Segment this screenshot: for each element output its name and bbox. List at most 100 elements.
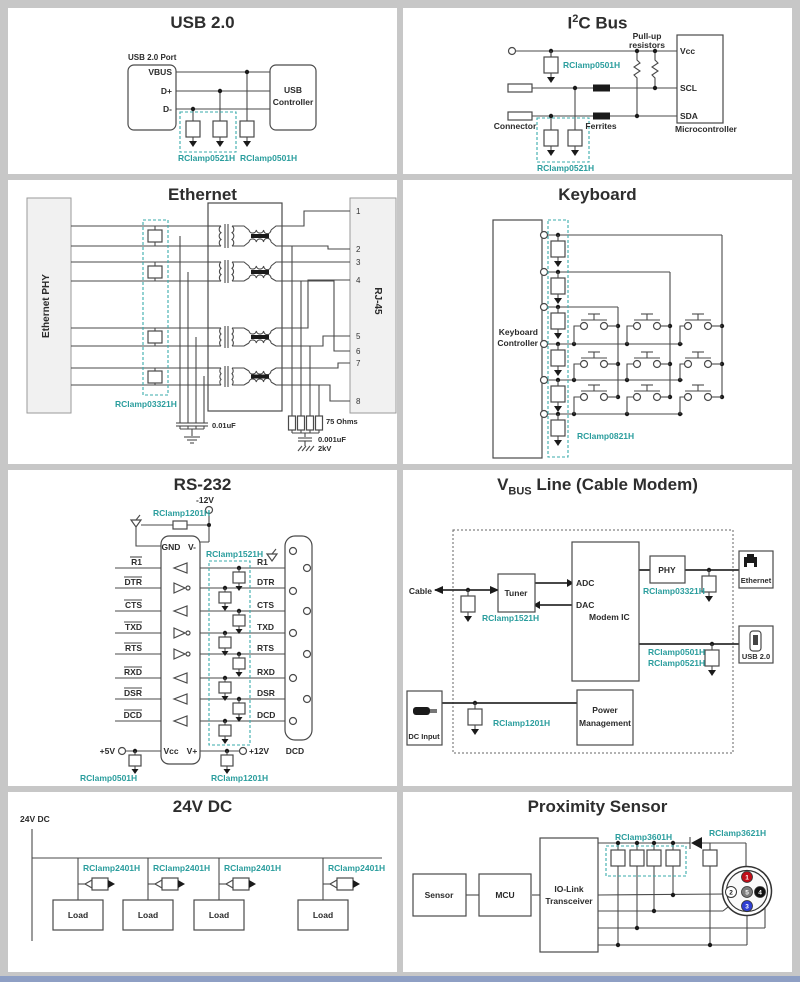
svg-text:DCD: DCD <box>124 710 142 720</box>
ethernet-clamp-group-box <box>142 219 169 396</box>
rs232-buffers <box>172 562 191 727</box>
cap1-label: 0.01uF <box>212 421 236 430</box>
panel-usb-title: USB 2.0 <box>170 13 235 32</box>
keyboard-diagram: Keyboard Controller RClamp0821H <box>492 219 725 459</box>
phy-label: PHY <box>658 565 676 575</box>
sensor-label: Sensor <box>425 890 455 900</box>
panel-proximity: Proximity Sensor <box>403 792 792 972</box>
rs232-transceiver-box <box>160 535 201 765</box>
svg-text:DSR: DSR <box>257 688 275 698</box>
rj45-pin4: 4 <box>356 276 361 285</box>
usb-pin-dminus: D- <box>163 104 172 114</box>
rj45-pin8: 8 <box>356 397 361 406</box>
rj45-pin2: 2 <box>356 245 361 254</box>
usb-port-box <box>127 64 177 131</box>
rs232-connector-pins <box>288 546 312 726</box>
rs232-clamp-vminus-label: RClamp1201H <box>153 508 210 518</box>
transformer-units <box>208 224 282 387</box>
transceiver-label2: Transceiver <box>545 896 593 906</box>
tvs-diode <box>239 114 255 148</box>
prox-clamps <box>605 845 718 877</box>
load3-label: Load <box>209 910 229 920</box>
panel-24vdc-title: 24V DC <box>172 797 233 816</box>
rs232-left-labels: R1 DTR CTS TXD RTS RXD DSR DCD <box>124 556 142 720</box>
panel-i2c: I2C Bus <box>403 8 792 174</box>
ethernet-port-icon <box>738 550 774 589</box>
mcu-pin-sda: SDA <box>680 111 698 121</box>
rs232-signal-wires <box>115 567 285 722</box>
keyboard-clamps <box>539 219 569 458</box>
dc24-clamp4-label: RClamp2401H <box>328 863 385 873</box>
power-label2: Management <box>579 718 631 728</box>
dc24-bus <box>31 829 382 941</box>
rj45-box <box>349 197 397 414</box>
svg-text:DCD: DCD <box>257 710 275 720</box>
m12-pin-2 <box>725 886 737 898</box>
vplus-pin-label: V+ <box>187 746 198 756</box>
svg-text:R1: R1 <box>257 557 268 567</box>
mcu-box <box>478 873 532 917</box>
m12-pin-3 <box>741 900 753 912</box>
pullup-label1: Pull-up <box>633 31 662 41</box>
power-label1: Power <box>592 705 618 715</box>
transceiver-label1: IO-Link <box>554 884 584 894</box>
svg-text:CTS: CTS <box>257 600 274 610</box>
svg-text:DTR: DTR <box>125 577 142 587</box>
dc-plug-icon <box>413 707 437 715</box>
dc-input-box <box>406 690 443 746</box>
neg12v-label: -12V <box>196 495 214 505</box>
key-switch-matrix <box>571 313 725 417</box>
load1-label: Load <box>68 910 88 920</box>
tvs-diode <box>212 114 228 148</box>
i2c-title-i: I <box>567 13 573 33</box>
dc24-clamp3-label: RClamp2401H <box>224 863 281 873</box>
usb-wires <box>176 69 270 115</box>
diagram-grid: USB 2.0 USB 2.0 Port VBUS D+ D- <box>8 8 792 972</box>
usb-controller-label1: USB <box>284 85 302 95</box>
usb-controller-label2: Controller <box>273 97 314 107</box>
svg-text:RXD: RXD <box>124 667 142 677</box>
modem-ic-label: Modem IC <box>589 612 630 622</box>
svg-text:RTS: RTS <box>257 643 274 653</box>
microcontroller-box <box>676 34 724 124</box>
prox-clamp-a-label: RClamp3601H <box>615 832 672 842</box>
usb-port-label: USB 2.0 Port <box>128 53 177 62</box>
plus12v-label: +12V <box>249 746 269 756</box>
m12-pin5-label: 5 <box>745 890 749 897</box>
panel-proximity-title: Proximity Sensor <box>527 797 668 816</box>
rj45-pin5: 5 <box>356 332 361 341</box>
keyboard-clamp-label: RClamp0821H <box>577 431 634 441</box>
cap2-rating-label: 2kV <box>318 444 331 453</box>
usb-clamp-b-label: RClamp0501H <box>240 153 297 163</box>
vbus-clamp-usb2-label: RClamp0521H <box>648 658 705 668</box>
ethernet-port-label: Ethernet <box>741 576 772 585</box>
vcc-pin-label: Vcc <box>163 746 178 756</box>
bottom-accent-strip <box>0 976 800 982</box>
svg-text:RTS: RTS <box>125 643 142 653</box>
usb-pin-dplus: D+ <box>161 86 172 96</box>
load-box-1 <box>52 899 104 931</box>
ethernet-phy-label: Ethernet PHY <box>41 274 52 338</box>
vbus-clamp-phy-label: RClamp03321H <box>643 586 705 596</box>
keyboard-controller-label2: Controller <box>497 338 538 348</box>
signal-ground-arrow <box>266 548 278 562</box>
tvs-diode <box>185 114 201 148</box>
vbus-title-sub: BUS <box>508 485 532 498</box>
m12-pin1-label: 1 <box>745 875 749 882</box>
vbus-clamp-dc-label: RClamp1201H <box>493 718 550 728</box>
rs232-clamp-signals-label: RClamp1521H <box>206 549 263 559</box>
ethernet-diagram: Ethernet PHY RJ-45 1 2 3 4 5 6 7 8 RClam… <box>26 197 397 453</box>
dc24-branches <box>52 858 360 931</box>
usb-clamp-a-label: RClamp0521H <box>178 153 235 163</box>
prox-clamp-group-box <box>605 845 687 877</box>
svg-text:CTS: CTS <box>125 600 142 610</box>
rail-label: 24V DC <box>20 814 50 824</box>
rs232-clamp-group-box <box>208 560 251 746</box>
svg-text:RXD: RXD <box>257 667 275 677</box>
vbus-title-v: V <box>497 475 509 494</box>
panel-ethernet-title: Ethernet <box>168 185 237 204</box>
io-link-transceiver-box <box>539 837 599 953</box>
panel-24vdc: 24V DC <box>8 792 397 972</box>
dc-input-label: DC Input <box>408 732 440 741</box>
rj45-label: RJ-45 <box>372 287 383 315</box>
